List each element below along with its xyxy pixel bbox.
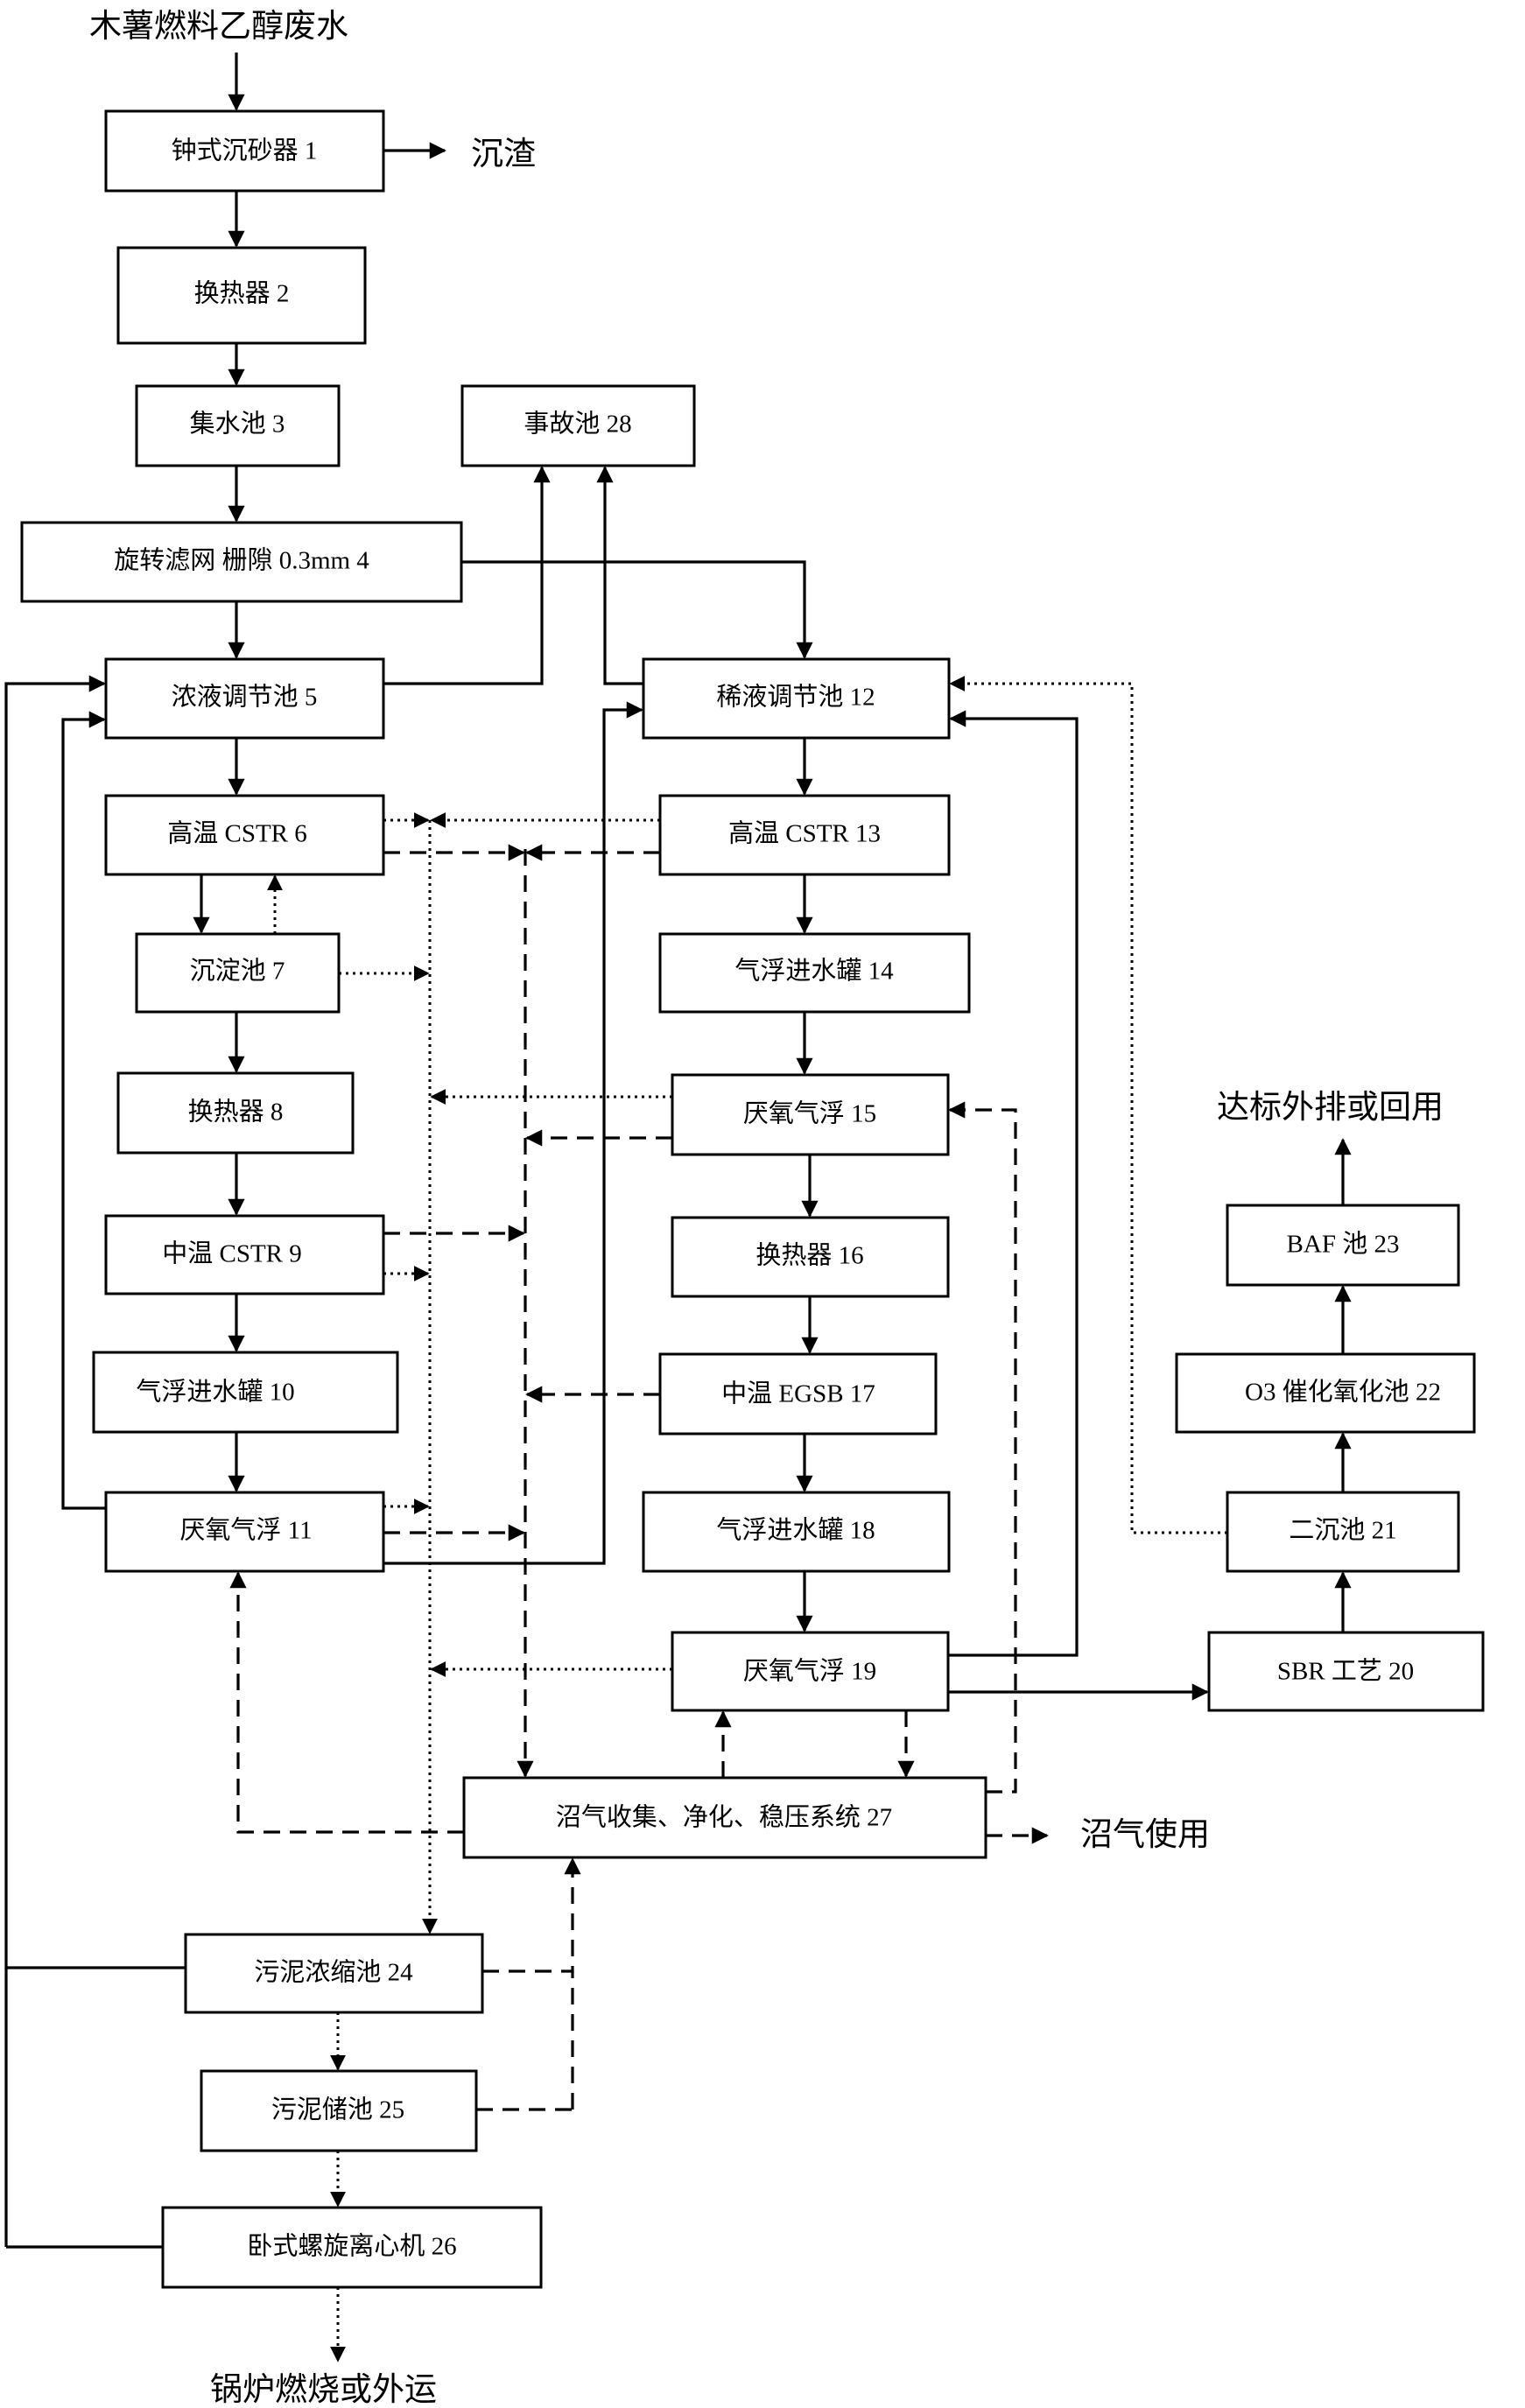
label-box-18: 气浮进水罐 18	[716, 1516, 875, 1545]
biogas-lines	[229, 844, 1049, 2111]
label-box-11: 厌氧气浮 11	[179, 1516, 312, 1545]
box-25-sludge-storage: 污泥储池 25	[200, 2069, 478, 2152]
label-box-4: 旋转滤网 栅隙 0.3mm 4	[114, 546, 369, 575]
box-8-heat-exchanger: 换热器 8	[116, 1071, 355, 1155]
box-19-anaerobic-flotation: 厌氧气浮 19	[671, 1631, 950, 1712]
box-26-decanter-centrifuge: 卧式螺旋离心机 26	[161, 2206, 543, 2289]
box-9-mesophilic-cstr: 中温 CSTR 9	[104, 1214, 385, 1295]
box-28-emergency-pool: 事故池 28	[460, 384, 696, 467]
label-box-5: 浓液调节池 5	[172, 683, 318, 712]
label-box-14: 气浮进水罐 14	[734, 957, 894, 986]
label-box-17: 中温 EGSB 17	[721, 1380, 875, 1408]
box-4-rotary-screen: 旋转滤网 栅隙 0.3mm 4	[20, 521, 463, 603]
label-box-28: 事故池 28	[524, 410, 631, 439]
label-box-22: O3 催化氧化池 22	[1245, 1378, 1441, 1407]
label-box-20: SBR 工艺 20	[1277, 1657, 1414, 1686]
wastewater-source-label: 木薯燃料乙醇废水	[89, 7, 348, 45]
label-box-21: 二沉池 21	[1289, 1516, 1396, 1545]
box-12-dilute-equalization-tank: 稀液调节池 12	[642, 657, 951, 740]
label-box-6: 高温 CSTR 6	[167, 819, 307, 848]
box-10-flotation-feed-tank: 气浮进水罐 10	[92, 1351, 399, 1434]
label-box-24: 污泥浓缩池 24	[254, 1958, 413, 1987]
box-5-concentrate-equalization-tank: 浓液调节池 5	[104, 657, 385, 740]
box-6-thermophilic-cstr: 高温 CSTR 6	[104, 794, 385, 876]
biogas-use-label: 沼气使用	[1080, 1815, 1210, 1853]
box-11-anaerobic-flotation: 厌氧气浮 11	[104, 1491, 385, 1573]
label-box-2: 换热器 2	[194, 279, 290, 308]
label-box-25: 污泥储池 25	[271, 2096, 404, 2124]
label-box-27: 沼气收集、净化、稳压系统 27	[556, 1803, 892, 1832]
box-15-anaerobic-flotation: 厌氧气浮 15	[671, 1073, 950, 1156]
box-20-sbr-process: SBR 工艺 20	[1207, 1631, 1485, 1712]
label-box-16: 换热器 16	[755, 1241, 863, 1270]
label-box-12: 稀液调节池 12	[716, 683, 875, 712]
box-22-ozone-catalytic-oxidation: O3 催化氧化池 22	[1175, 1352, 1476, 1434]
discharge-output-label: 达标外排或回用	[1217, 1088, 1444, 1126]
box-23-baf-tank: BAF 池 23	[1226, 1204, 1460, 1287]
box-24-sludge-thickener: 污泥浓缩池 24	[184, 1933, 484, 2014]
box-27-biogas-system: 沼气收集、净化、稳压系统 27	[462, 1776, 987, 1859]
label-box-9: 中温 CSTR 9	[162, 1239, 302, 1268]
grit-output-label: 沉渣	[471, 135, 536, 172]
box-18-flotation-feed-tank: 气浮进水罐 18	[642, 1491, 951, 1573]
label-box-13: 高温 CSTR 13	[728, 819, 881, 848]
box-14-flotation-feed-tank: 气浮进水罐 14	[658, 932, 971, 1014]
box-3-collection-tank: 集水池 3	[135, 384, 341, 467]
box-17-mesophilic-egsb: 中温 EGSB 17	[658, 1352, 938, 1436]
box-16-heat-exchanger: 换热器 16	[671, 1216, 950, 1298]
label-box-19: 厌氧气浮 19	[743, 1657, 876, 1686]
label-box-7: 沉淀池 7	[190, 957, 285, 986]
box-2-heat-exchanger: 换热器 2	[116, 246, 367, 345]
label-box-1: 钟式沉砂器 1	[172, 137, 318, 165]
label-box-23: BAF 池 23	[1287, 1230, 1400, 1259]
label-box-15: 厌氧气浮 15	[743, 1099, 876, 1128]
box-13-thermophilic-cstr: 高温 CSTR 13	[658, 794, 951, 876]
sludge-lines	[267, 676, 1227, 2362]
label-box-10: 气浮进水罐 10	[136, 1378, 294, 1407]
box-21-secondary-clarifier: 二沉池 21	[1226, 1491, 1460, 1573]
label-box-26: 卧式螺旋离心机 26	[247, 2232, 456, 2261]
box-7-settling-tank: 沉淀池 7	[135, 932, 341, 1014]
label-box-8: 换热器 8	[188, 1098, 284, 1127]
sludge-disposal-label: 锅炉燃烧或外运	[210, 2370, 437, 2408]
box-1-bell-grit-chamber: 钟式沉砂器 1	[104, 109, 385, 193]
label-box-3: 集水池 3	[190, 410, 285, 439]
